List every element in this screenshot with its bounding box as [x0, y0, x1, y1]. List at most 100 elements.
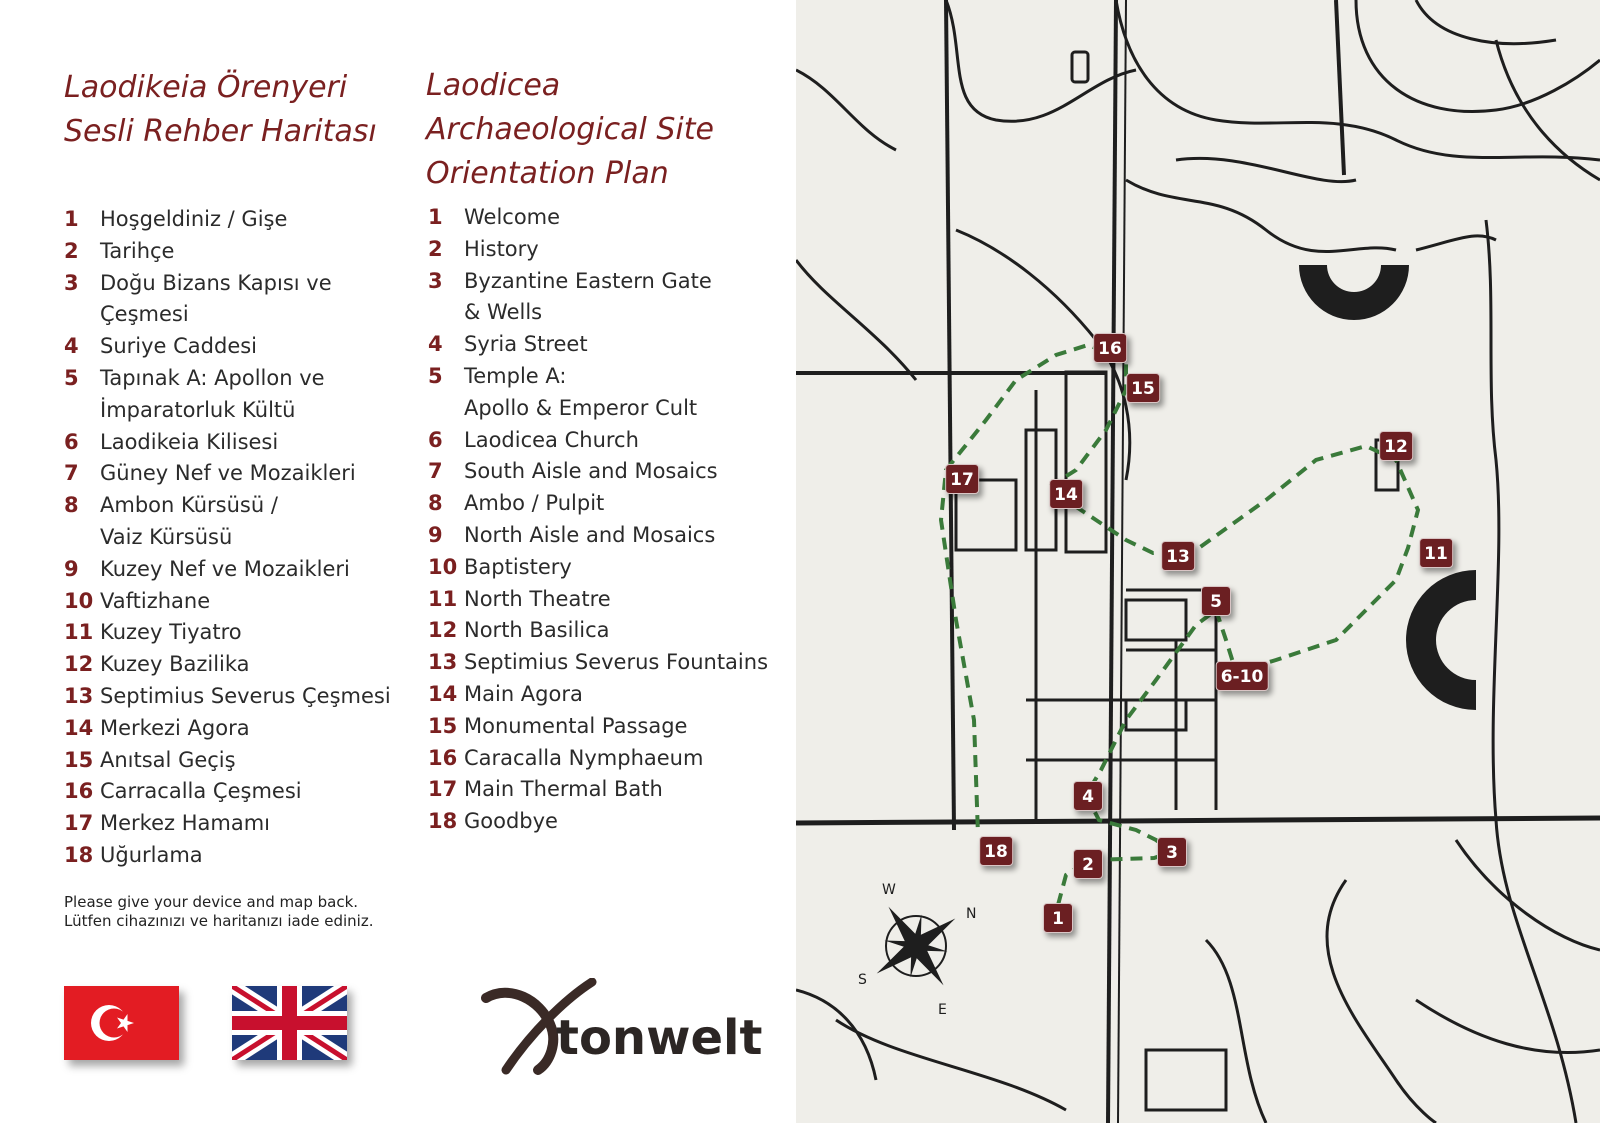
legend-label: Welcome	[464, 205, 561, 229]
map-marker-3[interactable]: 3	[1157, 837, 1187, 867]
legend-label: Hoşgeldiniz / Gişe	[100, 207, 288, 231]
legend-label: Kuzey Bazilika	[100, 652, 250, 677]
legend-label: Uğurlama	[100, 842, 203, 867]
legend-label: Anıtsal Geçiş	[100, 747, 236, 772]
legend-label: Laodicea Church	[464, 427, 639, 452]
legend-number: 14	[64, 715, 94, 740]
legend-number: 13	[428, 650, 458, 675]
map-marker-13[interactable]: 13	[1161, 541, 1195, 571]
legend-number: 11	[428, 586, 458, 611]
legend-number: 11	[64, 620, 94, 645]
legend-number: 5	[64, 365, 79, 390]
map-marker-11[interactable]: 11	[1419, 538, 1453, 568]
street-grid	[796, 0, 1600, 1123]
legend-label: History	[464, 236, 539, 261]
legend-item: 1 Hoşgeldiniz / Gişe	[64, 204, 391, 236]
legend-label: North Theatre	[464, 586, 611, 611]
legend-number: 3	[428, 268, 443, 293]
legend-number: 17	[428, 777, 458, 802]
map-marker-1[interactable]: 1	[1043, 903, 1073, 933]
map-marker-4[interactable]: 4	[1073, 781, 1103, 811]
legend-label: Laodikeia Kilisesi	[100, 429, 279, 454]
legend-number: 12	[428, 618, 458, 643]
legend-number: 9	[64, 556, 79, 581]
legend-label: Byzantine Eastern Gate & Wells	[464, 268, 712, 325]
map-marker-18[interactable]: 18	[979, 836, 1013, 866]
title-turkish: Laodikeia Örenyeri Sesli Rehber Haritası	[64, 70, 377, 149]
return-note-english: Please give your device and map back.	[64, 893, 359, 911]
turkey-flag-icon[interactable]	[64, 986, 179, 1060]
legend-label: Carracalla Çeşmesi	[100, 779, 302, 804]
site-map[interactable]: W N S E 1 2 3 4 5 6-10 11 12 13 14 15 16…	[796, 0, 1600, 1123]
return-note-turkish: Lütfen cihazınızı ve haritanızı iade edi…	[64, 912, 374, 930]
map-marker-5[interactable]: 5	[1201, 586, 1231, 616]
legend-number: 17	[64, 811, 94, 836]
legend-label: Kuzey Nef ve Mozaikleri	[100, 556, 350, 581]
legend-number: 1	[64, 207, 79, 231]
legend-item: 5 Temple A: Apollo & Emperor Cult	[428, 361, 768, 425]
legend-label: Doğu Bizans Kapısı ve Çeşmesi	[100, 270, 332, 327]
map-marker-15[interactable]: 15	[1126, 373, 1160, 403]
legend-number: 6	[428, 427, 443, 452]
legend-label: Tarihçe	[100, 238, 175, 263]
compass-rose-icon: W N S E	[858, 882, 976, 1018]
map-marker-12[interactable]: 12	[1379, 431, 1413, 461]
map-marker-16[interactable]: 16	[1093, 333, 1127, 363]
compass-n: N	[966, 906, 976, 922]
legend-number: 13	[64, 683, 94, 708]
legend-label: Ambon Kürsüsü / Vaiz Kürsüsü	[100, 493, 278, 549]
compass-s: S	[858, 972, 867, 988]
title-english: Laodicea Archaeological Site Orientation…	[426, 68, 714, 191]
legend-number: 14	[428, 681, 458, 706]
legend-label: Caracalla Nymphaeum	[464, 745, 704, 770]
legend-number: 15	[64, 747, 94, 772]
legend-label: Goodbye	[464, 809, 558, 834]
legend-number: 18	[428, 809, 458, 834]
legend-number: 5	[428, 363, 443, 388]
legend-label: Kuzey Tiyatro	[100, 620, 242, 645]
legend-label: Ambo / Pulpit	[464, 491, 605, 516]
map-marker-6-10[interactable]: 6-10	[1215, 661, 1269, 691]
legend-item: 2 Tarihçe	[64, 236, 391, 268]
compass-w: W	[882, 882, 896, 898]
legend-number: 10	[428, 554, 458, 579]
legend-number: 16	[428, 745, 458, 770]
legend-label: Syria Street	[464, 332, 588, 357]
tonwelt-logo: tonwelt	[480, 977, 780, 1088]
uk-flag-icon[interactable]	[228, 980, 351, 1066]
tour-route	[938, 342, 1421, 906]
legend-label: Temple A: Apollo & Emperor Cult	[464, 363, 698, 420]
legend-label: Septimius Severus Çeşmesi	[100, 683, 391, 708]
tonwelt-swoosh-logo: tonwelt	[481, 977, 762, 1075]
map-marker-14[interactable]: 14	[1049, 479, 1083, 509]
legend-number: 9	[428, 522, 443, 547]
legend-number: 8	[428, 491, 443, 516]
topographic-contours	[796, 0, 1600, 1123]
map-marker-17[interactable]: 17	[945, 464, 979, 494]
legend-number: 2	[64, 238, 79, 263]
legend-number: 15	[428, 713, 458, 738]
legend-panel: Laodikeia Örenyeri Sesli Rehber Haritası…	[0, 0, 790, 1123]
legend-label: Güney Nef ve Mozaikleri	[100, 461, 356, 486]
legend-item: 6 Laodicea Church	[428, 425, 768, 457]
map-drawing: W N S E	[796, 0, 1600, 1123]
map-marker-2[interactable]: 2	[1073, 849, 1103, 879]
legend-label: Vaftizhane	[100, 588, 211, 613]
